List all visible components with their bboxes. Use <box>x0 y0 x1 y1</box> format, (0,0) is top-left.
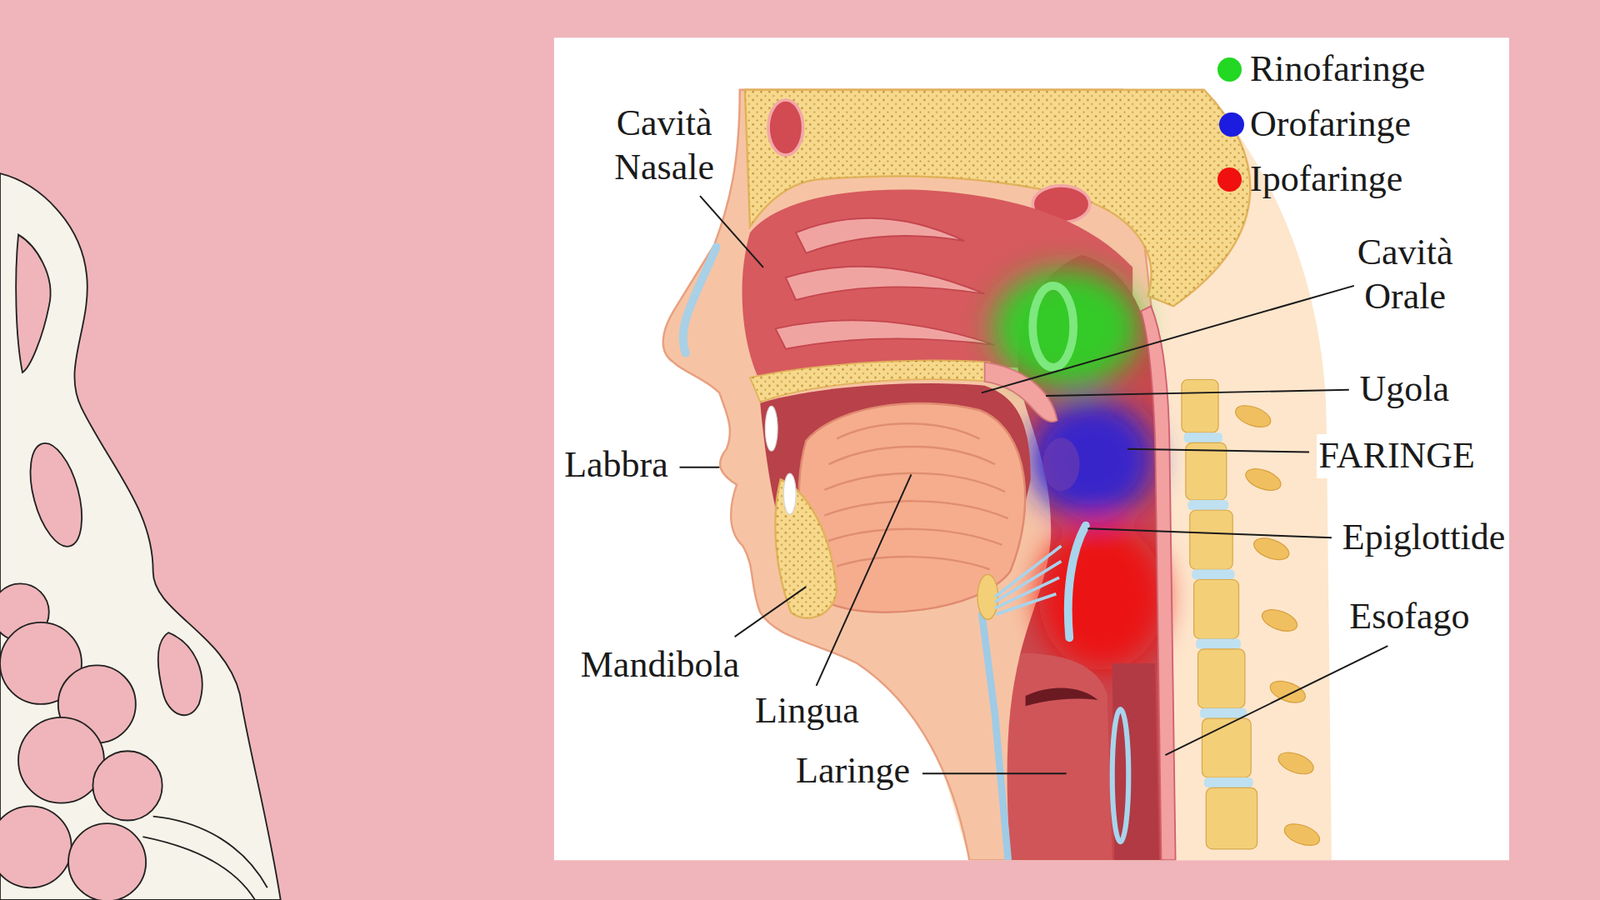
upper-tooth <box>765 405 778 451</box>
part-label: Cavità Orale <box>1328 230 1482 320</box>
leader-line <box>700 195 764 268</box>
legend-text: Rinofaringe <box>1250 47 1425 92</box>
deco-line <box>142 836 255 900</box>
disc <box>1200 708 1247 719</box>
esophagus <box>1112 663 1160 860</box>
spinous-process <box>1275 748 1317 779</box>
part-label: Esofago <box>1346 595 1472 640</box>
arytenoid <box>1112 709 1130 842</box>
laryngeal-cartilage <box>981 612 1009 861</box>
turbinate <box>785 266 985 300</box>
part-label: Cavità Nasale <box>587 101 741 190</box>
leader-line <box>1165 645 1388 755</box>
back-tissue <box>740 90 1332 860</box>
leader-line <box>981 285 1355 394</box>
vertebral-body <box>1198 649 1245 709</box>
frontal-sinus <box>768 100 804 155</box>
disc <box>1204 777 1254 788</box>
tonsil <box>1042 437 1080 491</box>
leader-line <box>680 466 720 469</box>
disc <box>1191 569 1235 580</box>
leader-line <box>1045 390 1350 396</box>
legend-swatch <box>1217 167 1242 192</box>
deco-bubble <box>18 717 105 804</box>
part-label: Mandibola <box>580 643 740 688</box>
spinous-process <box>1232 401 1274 432</box>
turbinate <box>795 218 965 254</box>
decoration <box>0 173 281 900</box>
spinous-process <box>1250 534 1292 565</box>
deco-line <box>153 816 268 889</box>
vertebral-body <box>1205 787 1257 849</box>
part-label: Ugola <box>1357 367 1453 412</box>
muscle-line <box>824 500 1008 519</box>
deco-hole <box>158 632 203 715</box>
soft-palate <box>985 362 1058 422</box>
deco-shape <box>0 173 281 900</box>
epiglottis <box>1068 525 1086 639</box>
fan-line <box>995 545 1062 597</box>
deco-bubble <box>68 823 146 900</box>
disc <box>1195 639 1241 650</box>
spinous-process <box>1242 465 1284 495</box>
part-label: Epiglottide <box>1340 515 1509 560</box>
part-label: Labbra <box>564 443 669 488</box>
head-section-inner <box>663 90 1332 860</box>
deco-hole <box>20 437 92 552</box>
spinous-process <box>1281 820 1323 850</box>
image-panel <box>554 37 1510 860</box>
part-label: FARINGE <box>1316 434 1478 479</box>
ipofaringe-region <box>1039 523 1166 670</box>
leader-lines <box>680 195 1389 774</box>
spinous-process <box>1259 605 1300 636</box>
head-section <box>663 90 1332 860</box>
lower-tooth <box>783 473 796 515</box>
muscle-line <box>836 556 990 570</box>
muscle-line <box>828 446 995 465</box>
vertebral-body <box>1190 510 1233 570</box>
leader-line <box>735 586 807 637</box>
muscle-line <box>836 423 980 439</box>
legend-swatch <box>1219 112 1244 137</box>
muscle-line <box>824 473 1005 492</box>
leader-line <box>1087 528 1332 538</box>
turbinate <box>775 320 995 349</box>
vertebral-body <box>1181 380 1219 434</box>
legend-swatch <box>1217 57 1242 82</box>
deco-bubble <box>92 750 162 820</box>
hard-palate-texture <box>750 360 990 403</box>
part-label: Laringe <box>795 749 910 794</box>
disc <box>1187 500 1229 510</box>
leader-line <box>1127 449 1310 453</box>
thyrohyoid-fan <box>995 545 1062 615</box>
muscle-line <box>828 529 1002 545</box>
legend-text: Ipofaringe <box>1250 157 1403 202</box>
fan-line <box>995 594 1056 615</box>
spinous-processes <box>1232 401 1323 850</box>
deco-hole <box>15 235 50 373</box>
part-label: Lingua <box>755 689 860 734</box>
legend-text: Orofaringe <box>1250 102 1411 147</box>
vertebral-body <box>1185 442 1227 500</box>
leader-line <box>922 772 1067 775</box>
vocal-fold <box>1025 687 1099 706</box>
hard-palate <box>750 360 990 403</box>
deco-bubble <box>0 805 72 888</box>
nasal-vestibule <box>683 246 717 353</box>
vertebral-body <box>1201 718 1251 778</box>
larynx <box>1007 653 1113 861</box>
tongue-muscle-lines <box>824 423 1008 570</box>
disc <box>1183 432 1223 443</box>
leader-line <box>816 474 912 685</box>
vertebral-body <box>1194 580 1240 640</box>
tubal-torus <box>1032 285 1074 368</box>
